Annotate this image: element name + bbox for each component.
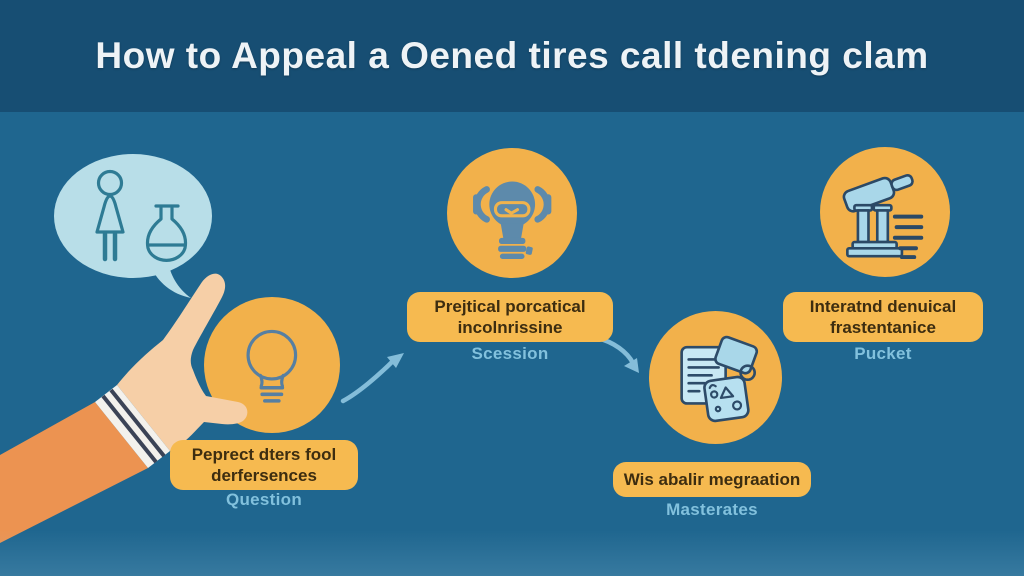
person-icon bbox=[95, 169, 125, 262]
title-banner: How to Appeal a Oened tires call tdening… bbox=[0, 0, 1024, 112]
documents-icon bbox=[680, 335, 759, 423]
step-circle-pucket bbox=[820, 147, 950, 277]
flask-icon bbox=[145, 204, 188, 262]
step-label-line: Interatnd denuical bbox=[809, 297, 957, 316]
step-caption-scession: Scession bbox=[471, 344, 549, 363]
cuff-stripes bbox=[101, 388, 166, 464]
step-label-scession: Prejtical porcatical incolnrissine bbox=[407, 292, 613, 342]
telescope-icon bbox=[842, 173, 924, 259]
robot-bulb-icon bbox=[472, 181, 552, 259]
speech-bubble bbox=[54, 154, 212, 298]
page-title: How to Appeal a Oened tires call tdening… bbox=[95, 35, 929, 76]
lightbulb-icon bbox=[246, 329, 298, 403]
step-circle-masterates bbox=[649, 311, 782, 444]
step-circle-scession bbox=[447, 148, 577, 278]
step-caption-question: Question bbox=[225, 490, 303, 509]
step-label-line: Wis abalir megraation bbox=[623, 470, 801, 489]
step-circle-question bbox=[204, 297, 340, 433]
step-label-line: derfersences bbox=[211, 466, 317, 485]
sleeve bbox=[0, 402, 148, 543]
step-caption-masterates: Masterates bbox=[666, 500, 758, 519]
step-label-question: Peprect dters fool derfersences bbox=[170, 440, 358, 490]
step-label-line: Prejtical porcatical bbox=[434, 297, 586, 316]
cuff bbox=[95, 385, 170, 468]
step-label-line: Peprect dters fool bbox=[191, 445, 337, 464]
step-label-pucket: Interatnd denuical frastentanice bbox=[783, 292, 983, 342]
step-label-masterates: Wis abalir megraation bbox=[613, 462, 811, 497]
step-label-line: frastentanice bbox=[830, 318, 936, 337]
step-caption-pucket: Pucket bbox=[854, 344, 912, 363]
step-label-line: incolnrissine bbox=[457, 318, 563, 337]
arrow-question-to-scession bbox=[340, 353, 404, 404]
